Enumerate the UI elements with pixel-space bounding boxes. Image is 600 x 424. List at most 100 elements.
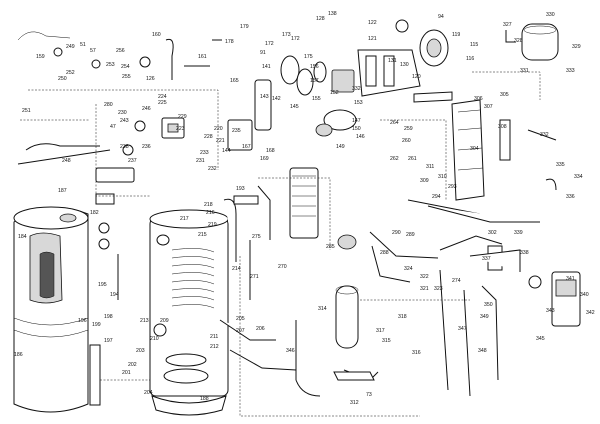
- part-callout-221: 221: [216, 138, 225, 144]
- expansion-vessel: [505, 23, 559, 61]
- part-callout-160: 160: [152, 32, 161, 38]
- part-callout-205: 205: [236, 316, 245, 322]
- part-callout-289: 289: [406, 232, 415, 238]
- part-callout-153: 153: [354, 100, 363, 106]
- part-callout-199: 199: [92, 322, 101, 328]
- part-callout-333: 333: [566, 68, 575, 74]
- part-callout-188: 188: [200, 396, 209, 402]
- part-callout-260: 260: [402, 138, 411, 144]
- part-callout-330: 330: [546, 12, 555, 18]
- part-callout-288: 288: [380, 250, 389, 256]
- part-callout-305: 305: [500, 92, 509, 98]
- part-callout-168: 168: [266, 148, 275, 154]
- part-callout-345: 345: [536, 336, 545, 342]
- part-callout-217: 217: [180, 216, 189, 222]
- part-callout-147: 147: [352, 118, 361, 124]
- part-callout-236: 236: [142, 144, 151, 150]
- part-callout-308: 308: [498, 124, 507, 130]
- part-callout-149: 149: [336, 144, 345, 150]
- part-callout-116: 116: [466, 56, 474, 62]
- part-callout-228: 228: [204, 134, 213, 140]
- part-callout-307: 307: [484, 104, 493, 110]
- gas-valve-group: [17, 31, 253, 183]
- part-callout-179: 179: [240, 24, 249, 30]
- part-callout-332: 332: [352, 86, 361, 92]
- part-callout-328: 328: [514, 38, 523, 44]
- part-callout-178: 178: [225, 39, 234, 45]
- part-callout-184: 184: [18, 234, 27, 240]
- part-callout-233: 233: [200, 150, 209, 156]
- part-callout-327: 327: [503, 22, 512, 28]
- part-callout-120: 120: [412, 74, 421, 80]
- part-callout-337: 337: [482, 256, 491, 262]
- part-callout-248: 248: [62, 158, 71, 164]
- part-callout-211: 211: [210, 334, 218, 340]
- pipework: [17, 38, 557, 397]
- part-callout-349: 349: [480, 314, 489, 320]
- part-callout-215: 215: [198, 232, 207, 238]
- part-callout-346: 346: [286, 348, 295, 354]
- part-callout-231: 231: [196, 158, 205, 164]
- part-callout-172: 172: [265, 41, 274, 47]
- part-callout-145: 145: [290, 104, 299, 110]
- part-callout-122: 122: [368, 20, 377, 26]
- part-callout-264: 264: [390, 120, 399, 126]
- part-callout-246: 246: [142, 106, 151, 112]
- part-callout-243: 243: [120, 118, 129, 124]
- part-callout-322: 322: [420, 274, 429, 280]
- part-callout-159: 159: [36, 54, 45, 60]
- part-callout-274: 274: [452, 278, 461, 284]
- part-callout-144: 144: [222, 148, 231, 154]
- part-callout-254: 254: [121, 64, 130, 70]
- part-callout-334: 334: [574, 174, 583, 180]
- part-callout-230: 230: [118, 110, 127, 116]
- part-callout-196: 196: [78, 318, 87, 324]
- part-callout-302: 302: [488, 230, 497, 236]
- part-callout-210: 210: [150, 336, 159, 342]
- part-callout-251: 251: [22, 108, 31, 114]
- part-callout-331: 331: [520, 68, 529, 74]
- part-callout-201: 201: [122, 370, 131, 376]
- part-callout-175: 175: [304, 54, 313, 60]
- part-callout-212: 212: [210, 344, 219, 350]
- part-callout-193: 193: [236, 186, 245, 192]
- part-callout-309: 309: [420, 178, 429, 184]
- part-callout-186: 186: [14, 352, 23, 358]
- part-callout-323: 323: [434, 286, 443, 292]
- part-callout-57: 57: [90, 48, 96, 54]
- part-callout-224: 224: [158, 94, 167, 100]
- part-callout-94: 94: [438, 14, 444, 20]
- part-callout-128: 128: [316, 16, 325, 22]
- part-callout-255: 255: [122, 74, 131, 80]
- part-callout-172: 172: [291, 36, 300, 42]
- part-callout-314: 314: [318, 306, 327, 312]
- part-callout-51: 51: [80, 42, 86, 48]
- part-callout-261: 261: [408, 156, 417, 162]
- brackets: [95, 91, 453, 397]
- part-callout-203: 203: [136, 348, 145, 354]
- part-callout-156: 156: [310, 64, 319, 70]
- part-callout-216: 216: [206, 210, 215, 216]
- part-callout-194: 194: [110, 292, 119, 298]
- part-callout-350: 350: [484, 302, 493, 308]
- part-callout-131: 131: [388, 58, 397, 64]
- part-callout-73: 73: [366, 392, 372, 398]
- burner-assembly: [254, 19, 449, 250]
- callout-labels: 1281381601781791721731721619117515612212…: [14, 11, 595, 406]
- part-callout-143: 143: [260, 94, 269, 100]
- part-callout-146: 146: [356, 134, 365, 140]
- part-callout-340: 340: [580, 292, 589, 298]
- part-callout-306: 306: [474, 96, 483, 102]
- part-callout-214: 214: [232, 266, 241, 272]
- part-callout-253: 253: [106, 62, 115, 68]
- part-callout-294: 294: [432, 194, 441, 200]
- part-callout-252: 252: [66, 70, 75, 76]
- part-callout-275: 275: [252, 234, 261, 240]
- part-callout-130: 130: [400, 62, 409, 68]
- part-callout-324: 324: [404, 266, 413, 272]
- part-callout-290: 290: [392, 230, 401, 236]
- part-callout-142: 142: [272, 96, 281, 102]
- part-callout-342: 342: [586, 310, 595, 316]
- part-callout-262: 262: [390, 156, 399, 162]
- part-callout-225: 225: [158, 100, 167, 106]
